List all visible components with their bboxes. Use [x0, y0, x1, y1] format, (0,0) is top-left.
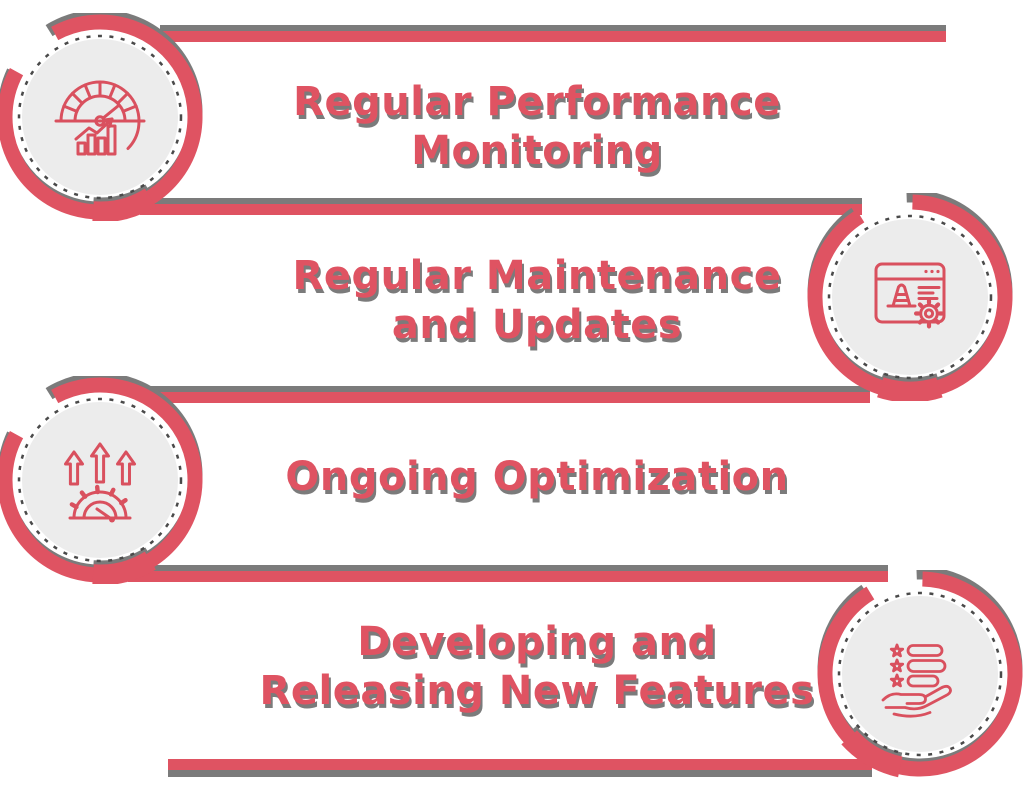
performance-gauge-icon — [54, 80, 146, 156]
step-title-4: Developing and Releasing New Features — [117, 618, 957, 716]
dashed-border — [827, 214, 993, 380]
circle-badge-3 — [0, 376, 204, 584]
circle-badge-4 — [816, 570, 1024, 778]
title-line: Developing and — [357, 619, 717, 665]
connector-line-5 — [168, 759, 872, 770]
optimization-arrows-icon — [64, 442, 136, 523]
icon-disc — [842, 596, 998, 752]
dashed-border — [837, 591, 1003, 757]
red-ring — [0, 376, 204, 584]
connector-line-3 — [148, 392, 870, 403]
connector-line-2 — [140, 204, 862, 215]
step-title-3: Ongoing Optimization — [117, 453, 957, 502]
icon-disc — [832, 219, 988, 375]
red-ring — [0, 13, 204, 221]
title-line: Monitoring — [411, 128, 663, 174]
dashed-border — [17, 397, 183, 563]
red-ring — [816, 570, 1024, 778]
dashed-border — [17, 34, 183, 200]
title-line: Regular Performance — [293, 79, 781, 125]
hand-features-icon — [881, 643, 952, 718]
red-ring — [806, 193, 1014, 401]
circle-badge-1 — [0, 13, 204, 221]
title-line: Ongoing Optimization — [285, 454, 789, 500]
circle-badge-2 — [806, 193, 1014, 401]
title-line: Releasing New Features — [259, 668, 815, 714]
icon-disc — [22, 402, 178, 558]
title-line: and Updates — [391, 302, 683, 348]
connector-line-4 — [128, 571, 888, 582]
connector-line-1 — [160, 31, 946, 42]
title-line: Regular Maintenance — [292, 253, 782, 299]
step-title-1: Regular Performance Monitoring — [117, 78, 957, 176]
browser-maintenance-icon — [874, 262, 946, 329]
step-title-2: Regular Maintenance and Updates — [117, 252, 957, 350]
